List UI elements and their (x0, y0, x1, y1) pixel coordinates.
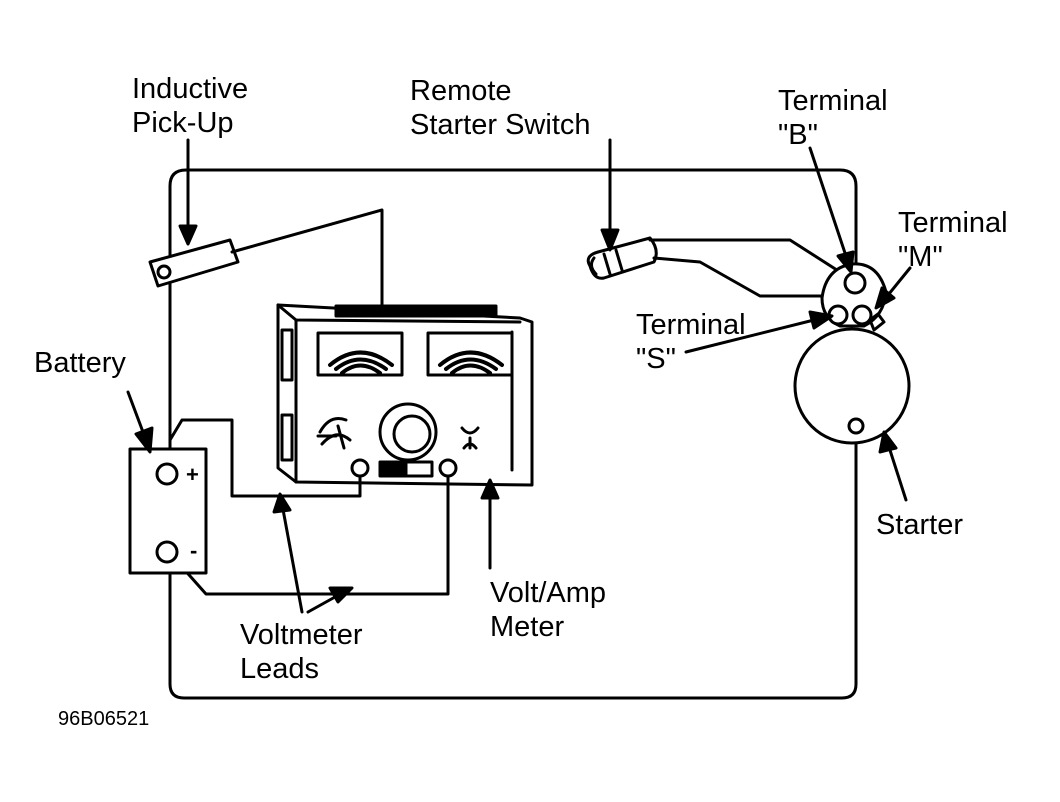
label-line: Pick-Up (132, 107, 234, 139)
label-inductive-pickup: Inductive Pick-Up (132, 72, 248, 140)
remote-starter-switch-device (586, 236, 842, 298)
label-terminal-b: Terminal "B" (778, 84, 888, 152)
label-line: Leads (240, 653, 320, 685)
label-line: Starter Switch (410, 109, 591, 141)
label-terminal-m: Terminal "M" (898, 206, 1008, 274)
label-line: Remote (410, 75, 512, 107)
figure-id: 96B06521 (58, 708, 150, 730)
label-line: Volt/Amp (490, 577, 607, 609)
label-volt-amp-meter: Volt/Amp Meter (490, 576, 606, 644)
leader-arrows (126, 138, 912, 614)
meter-terminal-left (350, 458, 370, 478)
volt-amp-meter-device (276, 303, 534, 487)
label-voltmeter-leads: Voltmeter Leads (240, 618, 363, 686)
main-cable-loop (168, 168, 858, 700)
terminal-b-post (843, 271, 867, 295)
battery-negative-mark: - (190, 538, 198, 563)
label-line: Inductive (132, 73, 249, 105)
starter-terminal (847, 417, 865, 435)
label-line: "M" (898, 241, 943, 273)
label-starter: Starter (876, 509, 964, 541)
battery-negative-post (155, 540, 179, 564)
label-line: Terminal (636, 309, 746, 341)
battery-positive-mark: + (186, 462, 199, 487)
label-line: Terminal (898, 207, 1008, 239)
voltmeter-lead-negative (172, 474, 450, 596)
inductive-pickup-clamp (148, 208, 384, 307)
label-battery: Battery (34, 347, 126, 379)
voltmeter-lead-positive (168, 418, 362, 498)
label-remote-starter-switch: Remote Starter Switch (410, 74, 591, 142)
label-line: "B" (778, 119, 818, 151)
label-line: "S" (636, 343, 676, 375)
label-line: Voltmeter (240, 619, 363, 651)
label-line: Meter (490, 611, 565, 643)
battery-body (128, 447, 208, 575)
terminal-m-post (851, 304, 873, 326)
label-terminal-s: Terminal "S" (636, 308, 746, 376)
label-line: Terminal (778, 85, 888, 117)
battery-positive-post (155, 462, 179, 486)
meter-terminal-right (438, 458, 458, 478)
